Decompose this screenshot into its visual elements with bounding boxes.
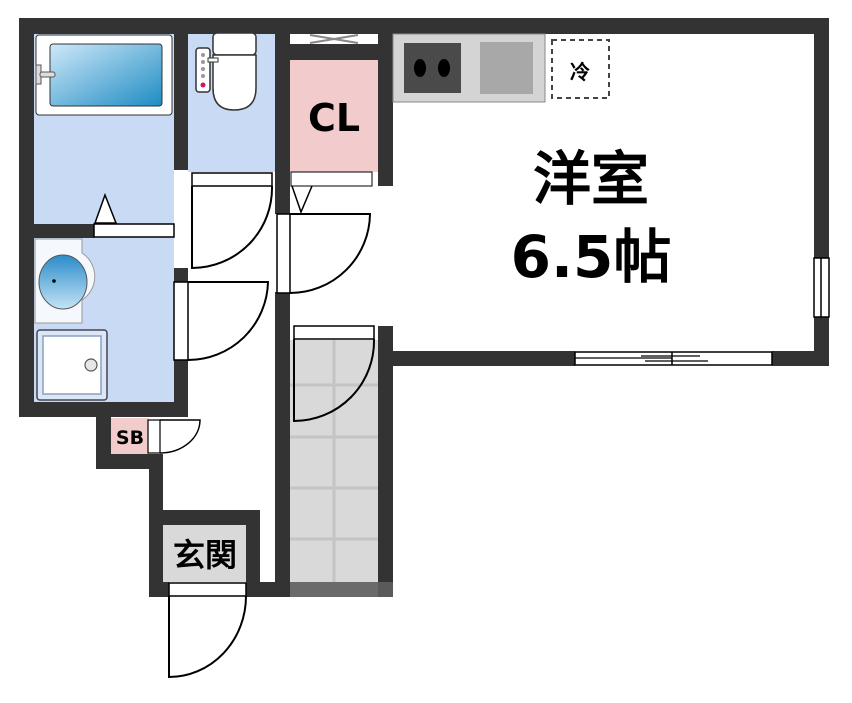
bathroom-door[interactable] bbox=[93, 192, 175, 238]
sliding-window bbox=[574, 351, 773, 366]
closet-top-vent bbox=[290, 34, 378, 44]
washing-machine-pan bbox=[36, 329, 108, 401]
toilet bbox=[195, 32, 257, 111]
room-door[interactable] bbox=[276, 213, 372, 294]
closet-floor bbox=[290, 60, 378, 172]
balcony-door[interactable] bbox=[293, 325, 376, 423]
room-size-label: 6.5帖 bbox=[511, 223, 672, 291]
shoe-box-label: SB bbox=[116, 427, 144, 449]
entrance-label: 玄関 bbox=[173, 536, 237, 574]
washbasin bbox=[34, 238, 96, 324]
closet-door[interactable] bbox=[290, 171, 373, 215]
sink-icon bbox=[480, 42, 533, 94]
entrance-door[interactable] bbox=[168, 582, 247, 679]
toilet-control-panel-icon bbox=[195, 47, 219, 93]
toilet-door[interactable] bbox=[191, 172, 274, 270]
room-name-label: 洋室 bbox=[533, 145, 649, 213]
faucet-icon bbox=[35, 64, 56, 85]
washroom-door[interactable] bbox=[173, 281, 270, 361]
refrigerator-label: 冷 bbox=[570, 60, 590, 84]
shoe-box-floor bbox=[111, 418, 149, 454]
entrance-floor bbox=[163, 525, 260, 582]
kitchen-counter bbox=[392, 33, 546, 103]
shoe-box-door[interactable] bbox=[147, 419, 201, 454]
side-window bbox=[813, 257, 830, 318]
bathtub bbox=[35, 34, 173, 116]
refrigerator-space: 冷 bbox=[551, 39, 610, 99]
stove-icon bbox=[404, 43, 461, 93]
walls bbox=[19, 18, 829, 597]
closet-label: CL bbox=[308, 96, 360, 140]
